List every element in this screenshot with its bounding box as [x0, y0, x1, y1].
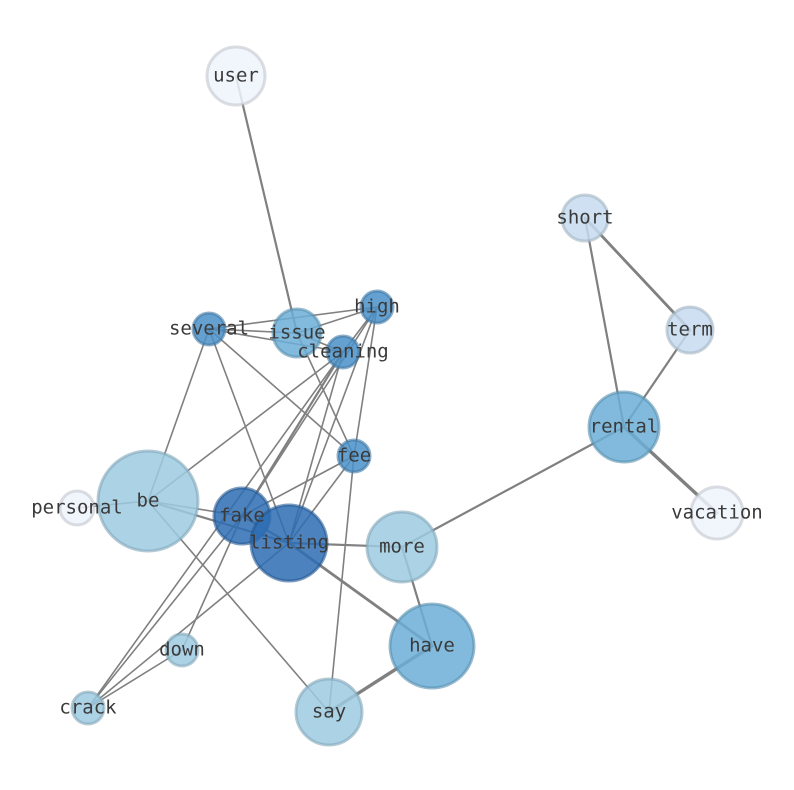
edge-user-issue	[234, 74, 299, 335]
node-label-down: down	[159, 639, 205, 661]
node-label-user: user	[213, 65, 259, 87]
node-cleaning	[325, 334, 361, 370]
edge-high-listing	[288, 306, 378, 544]
edge-rental-more	[400, 425, 626, 549]
node-have	[388, 602, 476, 690]
node-label-rental: rental	[590, 416, 659, 438]
node-label-short: short	[556, 207, 613, 229]
edge-fee-say	[328, 455, 355, 713]
node-say	[294, 677, 364, 747]
node-label-fake: fake	[219, 505, 265, 527]
node-be	[96, 449, 200, 553]
node-short	[560, 193, 610, 243]
node-listing	[249, 503, 329, 583]
node-label-term: term	[667, 319, 713, 341]
node-high	[359, 289, 395, 325]
node-issue	[271, 307, 323, 359]
edge-cleaning-crack	[87, 351, 344, 709]
node-label-vacation: vacation	[671, 502, 763, 524]
node-fee	[336, 438, 372, 474]
node-label-high: high	[354, 296, 400, 318]
node-label-be: be	[137, 490, 160, 512]
node-label-cleaning: cleaning	[297, 341, 389, 363]
node-label-more: more	[379, 536, 425, 558]
node-vacation	[689, 485, 745, 541]
node-user	[205, 45, 267, 107]
node-label-issue: issue	[268, 322, 325, 344]
node-label-listing: listing	[249, 532, 329, 554]
edge-cleaning-fake	[240, 350, 345, 518]
node-crack	[70, 690, 106, 726]
node-more	[365, 510, 439, 584]
node-personal	[58, 489, 96, 527]
node-label-have: have	[409, 635, 455, 657]
node-label-fee: fee	[337, 445, 371, 467]
node-several	[191, 311, 227, 347]
node-label-crack: crack	[59, 697, 117, 719]
edge-down-crack	[87, 649, 183, 709]
node-label-personal: personal	[31, 497, 123, 519]
nodes-layer	[58, 45, 745, 747]
edge-listing-crack	[87, 542, 290, 709]
node-label-say: say	[312, 701, 346, 723]
edge-short-term	[583, 216, 692, 332]
node-label-several: several	[169, 318, 249, 340]
node-term	[665, 305, 715, 355]
node-down	[164, 632, 200, 668]
node-rental	[587, 390, 661, 464]
edge-fake-crack	[87, 515, 243, 709]
edge-high-fee	[353, 306, 378, 457]
